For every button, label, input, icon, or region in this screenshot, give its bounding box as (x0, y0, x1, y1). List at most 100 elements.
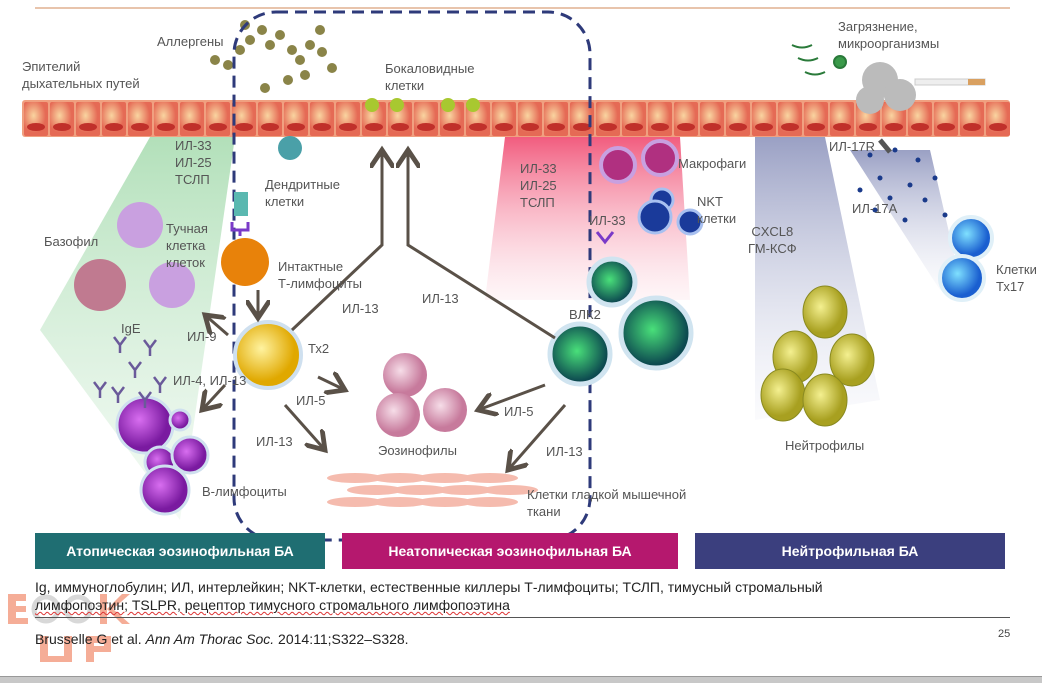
arrow-il13-goblet-right (408, 150, 556, 340)
epithelial-nucleus (703, 123, 721, 131)
label-il-left: ИЛ-33 ИЛ-25 ТСЛП (175, 138, 212, 187)
epithelial-nucleus (729, 123, 747, 131)
epithelial-nucleus (755, 123, 773, 131)
arrow-il13-muscle-right (508, 404, 567, 470)
label-il-mid: ИЛ-33 ИЛ-25 ТСЛП (520, 161, 557, 210)
label-b-cells: В-лимфоциты (202, 484, 287, 499)
dendritic-cell (278, 136, 302, 160)
epithelial-nucleus (79, 123, 97, 131)
th17-cells (938, 215, 994, 302)
epithelial-nucleus (911, 123, 929, 131)
label-il9: ИЛ-9 (187, 329, 217, 344)
label-naive-t-cells: Интактные Т-лимфоциты (278, 259, 362, 291)
epithelial-nucleus (53, 123, 71, 131)
epithelial-nucleus (885, 123, 903, 131)
smooth-muscle-cell (327, 497, 383, 507)
ige-antibody (113, 336, 127, 353)
epithelial-nucleus (235, 123, 253, 131)
epithelial-nucleus (495, 123, 513, 131)
allergen-particle (260, 83, 270, 93)
ige-antibody (138, 391, 152, 408)
epithelial-nucleus (365, 123, 383, 131)
label-th17: Клетки Тх17 (996, 262, 1037, 294)
epithelial-nucleus (573, 123, 591, 131)
il17a-dot (892, 147, 898, 153)
epithelial-nucleus (209, 123, 227, 131)
label-mast-cell: Тучная клетка клеток (166, 221, 208, 270)
allergen-particles (210, 20, 337, 93)
citation-journal: Ann Am Thorac Soc. (145, 631, 275, 647)
epithelial-nucleus (443, 123, 461, 131)
epithelial-nucleus (937, 123, 955, 131)
label-il33: ИЛ-33 (589, 213, 626, 228)
smooth-muscle-cell (392, 485, 448, 495)
arrow-il9 (205, 315, 229, 337)
microorganisms (791, 44, 847, 76)
smooth-muscle-cell (462, 473, 518, 483)
smooth-muscle-cell (327, 473, 383, 483)
epithelial-nucleus (781, 123, 799, 131)
il17a-dot (872, 207, 878, 213)
watermark-logo (8, 594, 130, 662)
label-th2: Тх2 (308, 341, 330, 356)
banner-atopic-eosinophilic: Атопическая эозинофильная БА (35, 533, 325, 569)
banner-nonatopic-eosinophilic: Неатопическая эозинофильная БА (342, 533, 678, 569)
allergen-particle (275, 30, 285, 40)
ige-antibody (143, 339, 157, 356)
label-il13-up-right: ИЛ-13 (422, 291, 459, 306)
smooth-muscle-cell (417, 473, 473, 483)
ige-antibody (153, 376, 167, 393)
label-ige: IgE (121, 321, 141, 336)
label-macrophages: Макрофаги (678, 156, 747, 171)
epithelial-nucleus (417, 123, 435, 131)
epithelial-nucleus (963, 123, 981, 131)
goblet-cell-granules (365, 98, 480, 112)
epithelial-nucleus (989, 123, 1007, 131)
epithelial-nucleus (599, 123, 617, 131)
arrow-il5-left (317, 377, 345, 390)
arrows (202, 150, 567, 470)
airway-epithelium (22, 100, 1010, 137)
arrow-il5-right (478, 383, 546, 410)
arrow-il13-goblet-left (290, 150, 382, 332)
label-il17a: ИЛ-17А (852, 201, 898, 216)
il17a-dots (857, 147, 948, 223)
allergen-particle (327, 63, 337, 73)
label-basophil: Базофил (44, 234, 99, 249)
receptor-icon (230, 222, 250, 236)
epithelial-nucleus (183, 123, 201, 131)
il17a-dot (867, 152, 873, 158)
allergen-particle (315, 25, 325, 35)
naive-t-cell (221, 238, 269, 286)
il17a-dot (922, 197, 928, 203)
mast-cell (117, 202, 163, 248)
il17a-dot (887, 195, 893, 201)
allergen-particle (257, 25, 267, 35)
il17a-dot (932, 175, 938, 181)
allergen-particle (317, 47, 327, 57)
allergen-particle (245, 35, 255, 45)
page-number: 25 (998, 628, 1011, 640)
epithelial-nucleus (27, 123, 45, 131)
allergen-particle (287, 45, 297, 55)
banner-neutrophilic: Нейтрофильная БА (695, 533, 1005, 569)
allergen-particle (235, 45, 245, 55)
allergen-particle (300, 70, 310, 80)
smooth-muscle-cell (462, 497, 518, 507)
allergen-particle (210, 55, 220, 65)
b-lymphocytes (115, 395, 210, 516)
ige-antibody (128, 361, 142, 378)
label-ilc2: ВЛК2 (569, 307, 601, 322)
eosinophil-cells (376, 353, 467, 437)
ige-antibodies (93, 336, 167, 408)
tslpr-receptor (234, 192, 248, 216)
label-dendritic-cells: Дендритные клетки (265, 177, 340, 209)
label-eosinophils: Эозинофилы (378, 443, 457, 458)
epithelial-nucleus (521, 123, 539, 131)
allergen-particle (283, 75, 293, 85)
label-allergens: Аллергены (157, 34, 224, 49)
footnote-line-1: Ig, иммуноглобулин; ИЛ, интерлейкин; NKT… (35, 579, 823, 595)
il17a-dot (877, 175, 883, 181)
epithelial-nucleus (131, 123, 149, 131)
